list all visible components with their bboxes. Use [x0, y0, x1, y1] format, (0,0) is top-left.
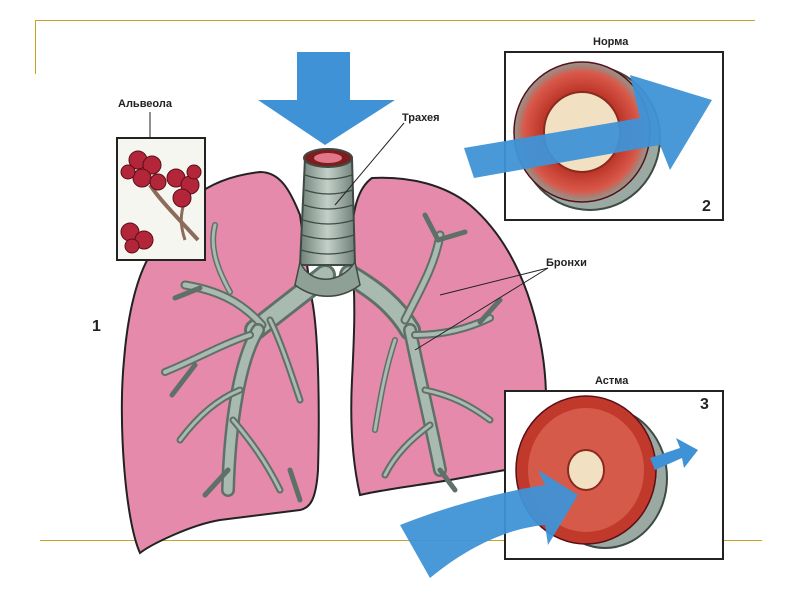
asthma-panel-number: 3: [700, 396, 709, 413]
top-rule: [35, 20, 755, 21]
asthma-label: Астма: [595, 375, 629, 387]
left-rule: [35, 20, 36, 74]
asthma-panel: [400, 390, 724, 578]
bronchi-pointer-2: [414, 267, 549, 351]
inhale-arrow: [258, 52, 395, 145]
trachea-pointer: [334, 122, 405, 206]
norm-panel: [464, 51, 724, 221]
norm-label: Норма: [593, 36, 629, 48]
bronchi-pointer-1: [439, 267, 549, 296]
alveola-label: Альвеола: [118, 98, 172, 110]
trachea-label: Трахея: [402, 112, 440, 124]
norm-panel-number: 2: [702, 198, 711, 215]
left-bronchial-tree: [161, 222, 336, 503]
trachea: [294, 148, 361, 297]
bronchi-label: Бронхи: [546, 257, 587, 269]
main-figure-number: 1: [92, 318, 101, 335]
bottom-rule: [40, 540, 762, 541]
left-lung: [120, 170, 320, 555]
alveola-inset: [116, 137, 206, 261]
